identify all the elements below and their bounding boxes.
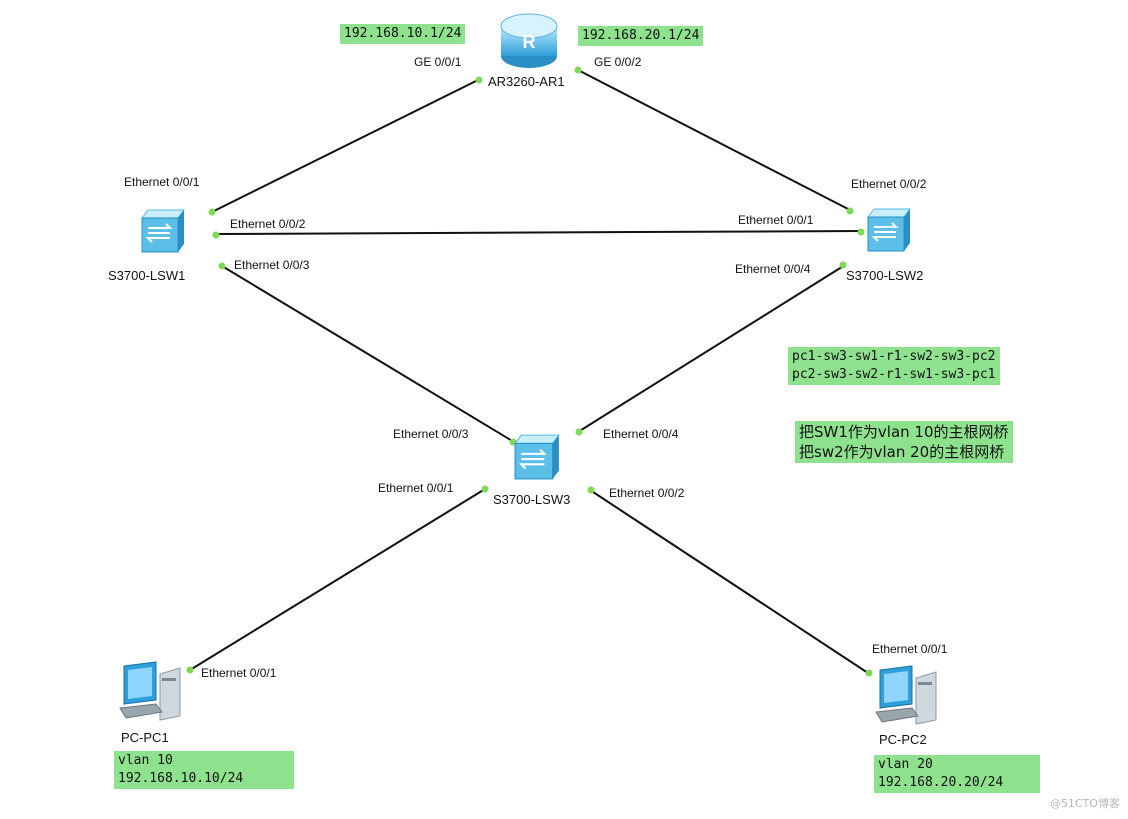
switch-icon[interactable] [866, 207, 912, 253]
watermark: @51CTO博客 [1049, 797, 1120, 810]
root-bridge-note: 把SW1作为vlan 10的主根网桥 把sw2作为vlan 20的主根网桥 [795, 421, 1013, 463]
port-dot [575, 428, 583, 436]
port-label-lsw3-e2: Ethernet 0/0/2 [609, 486, 685, 500]
port-label-lsw2-e1: Ethernet 0/0/1 [738, 213, 814, 227]
link-lsw1-lsw3 [221, 265, 515, 443]
port-dot [218, 262, 226, 270]
port-label-lsw3-e3: Ethernet 0/0/3 [393, 427, 469, 441]
port-label-lsw1-e2: Ethernet 0/0/2 [230, 217, 306, 231]
svg-text:R: R [523, 32, 536, 52]
router-icon[interactable]: R [499, 10, 559, 72]
port-dot [475, 76, 483, 84]
port-label-lsw1-e1: Ethernet 0/0/1 [124, 175, 200, 189]
gateway-note-vlan10: 192.168.10.1/24 [340, 24, 466, 44]
gateway-note-vlan20: 192.168.20.1/24 [578, 26, 704, 46]
link-lsw3-pc2 [589, 489, 869, 674]
port-dot [846, 207, 854, 215]
pc1-info-note: vlan 10 192.168.10.10/24 [114, 751, 294, 789]
router-label: AR3260-AR1 [488, 74, 565, 89]
port-label-ar-ge002: GE 0/0/2 [594, 55, 642, 69]
port-label-pc1-e1: Ethernet 0/0/1 [201, 666, 277, 680]
port-dot [587, 486, 595, 494]
pc1-label: PC-PC1 [121, 730, 169, 745]
port-label-lsw1-e3: Ethernet 0/0/3 [234, 258, 310, 272]
switch-icon[interactable] [140, 208, 186, 254]
switch-icon[interactable] [513, 433, 561, 481]
port-label-lsw2-e2: Ethernet 0/0/2 [851, 177, 927, 191]
port-dot [212, 231, 220, 239]
port-dot [574, 66, 582, 74]
port-dot [481, 485, 489, 493]
port-dot [865, 669, 873, 677]
port-dot [839, 261, 847, 269]
port-label-lsw2-e4: Ethernet 0/0/4 [735, 262, 811, 276]
port-dot [186, 666, 194, 674]
port-label-pc2-e1: Ethernet 0/0/1 [872, 642, 948, 656]
link-lsw2-lsw3 [577, 264, 846, 433]
port-label-lsw3-e4: Ethernet 0/0/4 [603, 427, 679, 441]
pc2-label: PC-PC2 [879, 732, 927, 747]
port-label-lsw3-e1: Ethernet 0/0/1 [378, 481, 454, 495]
link-lsw3-pc1 [189, 488, 486, 671]
pc2-info-note: vlan 20 192.168.20.20/24 [874, 755, 1040, 793]
pc-icon[interactable] [872, 664, 940, 726]
lsw2-label: S3700-LSW2 [846, 268, 924, 283]
lsw3-label: S3700-LSW3 [493, 492, 571, 507]
link-ar1-lsw1 [211, 79, 479, 213]
link-ar1-lsw2 [577, 69, 851, 211]
lsw1-label: S3700-LSW1 [108, 268, 186, 283]
path-note: pc1-sw3-sw1-r1-sw2-sw3-pc2 pc2-sw3-sw2-r… [788, 347, 1000, 385]
port-label-ar-ge001: GE 0/0/1 [414, 55, 462, 69]
pc-icon[interactable] [116, 660, 184, 722]
link-lsw1-lsw2 [214, 230, 863, 235]
port-dot [208, 208, 216, 216]
port-dot [857, 228, 865, 236]
